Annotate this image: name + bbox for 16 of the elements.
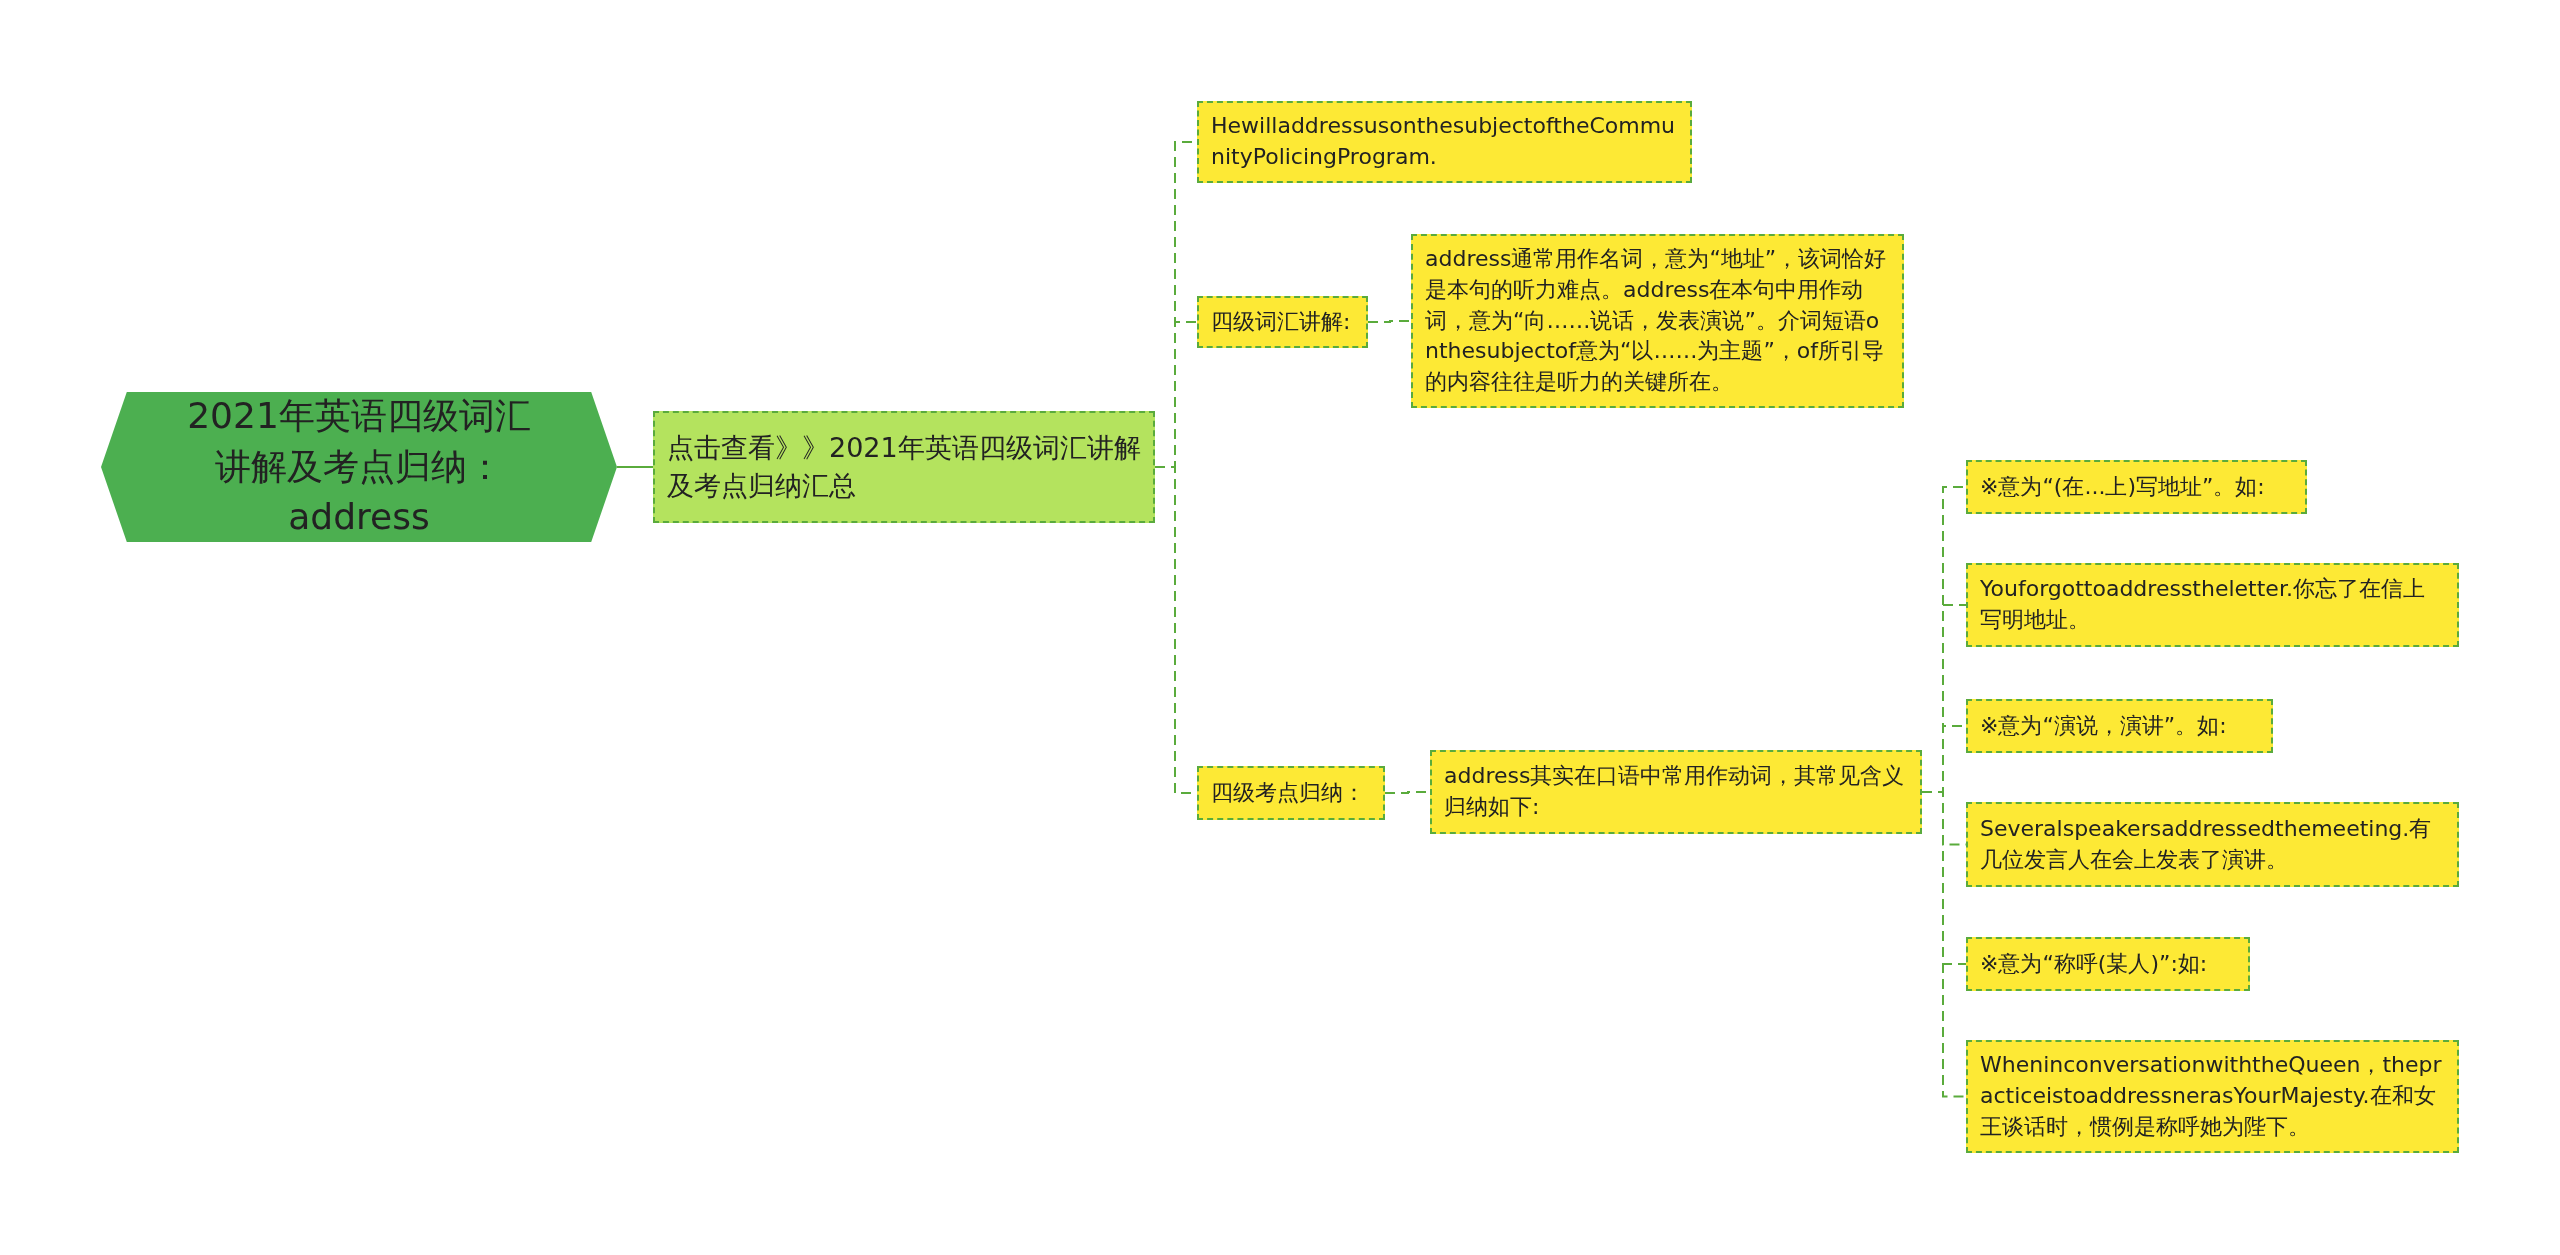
text-box: address其实在口语中常用作动词，其常见含义归纳如下: [1430,750,1922,834]
text-box: Youforgottoaddresstheletter.你忘了在信上写明地址。 [1966,563,2459,647]
text-box: 四级考点归纳： [1197,766,1385,820]
connector-line [616,466,654,468]
text-box: WheninconversationwiththeQueen，thepracticeistoaddressnerasYourMajesty.在和女王谈话时，惯例是称呼她为陛下。 [1966,1040,2459,1153]
text-box: ※意为“称呼(某人)”:如: [1966,937,2250,991]
text-box: HewilladdressusonthesubjectoftheCommunityPolicingProgram. [1197,101,1692,183]
text-box: ※意为“演说，演讲”。如: [1966,699,2273,753]
hexagon-node: 2021年英语四级词汇讲解及考点归纳：address [101,392,617,542]
connector-line [1367,320,1412,323]
text-box: ※意为“(在...上)写地址”。如: [1966,460,2307,514]
connector-line [1921,791,1967,1098]
text-box: address通常用作名词，意为“地址”，该词恰好是本句的听力难点。address在本句中用作动词，意为“向……说话，发表演说”。介词短语onthesubjectof意为“以……为主题”，of所引导的内容往往是听力的关键所在。 [1411,234,1904,408]
text-box: Severalspeakersaddressedthemeeting.有几位发言人在会上发表了演讲。 [1966,802,2459,887]
text-box: 四级词汇讲解: [1197,296,1368,348]
topic-box: 点击查看》》2021年英语四级词汇讲解及考点归纳汇总 [653,411,1155,523]
